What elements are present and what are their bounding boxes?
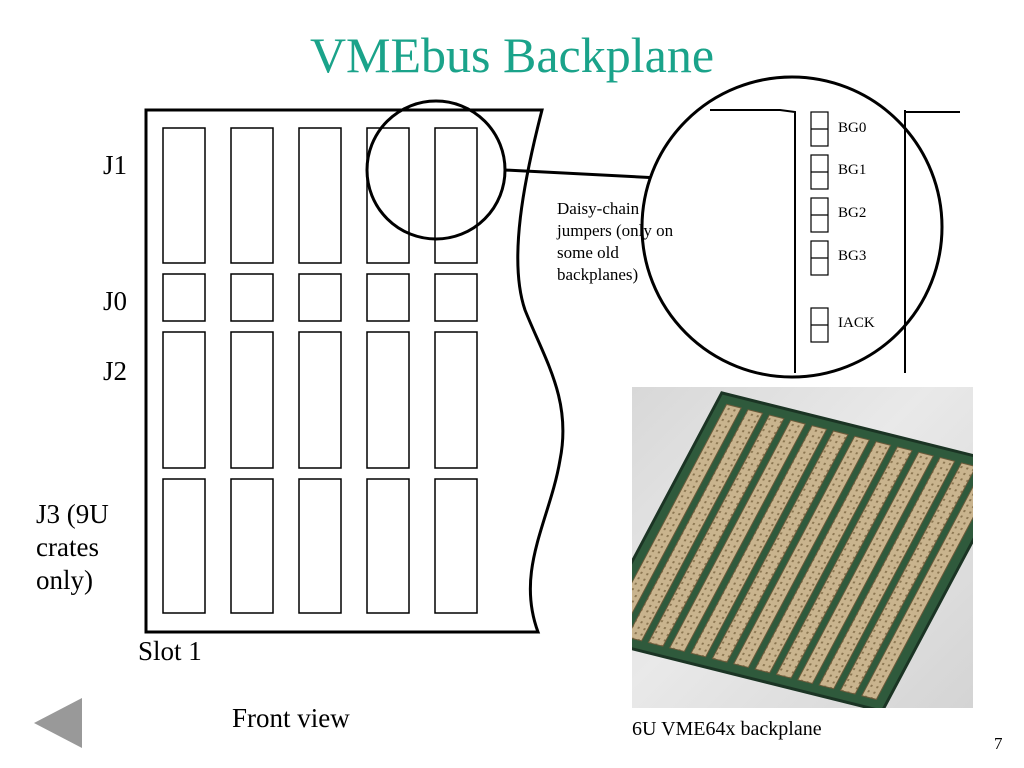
photo-connector-strip [839, 462, 973, 695]
jumper-label-bg2: BG2 [838, 205, 867, 221]
slot-3-connector-j2 [298, 331, 342, 469]
photo-connector-strip [754, 441, 892, 674]
jumper-note: Daisy-chain jumpers (only on some old ba… [557, 199, 674, 285]
photo-connector-strip [711, 430, 849, 663]
slot-4-connector-j1 [366, 127, 410, 264]
slot-2-connector-j1 [230, 127, 274, 264]
photo-connector-strip [775, 446, 913, 679]
slot-4-connector-j2 [366, 331, 410, 469]
slot-5-connector-j0 [434, 273, 478, 322]
photo-connector-strip [797, 451, 935, 684]
connector-label-j3: J3 (9U crates only) [36, 499, 109, 595]
photo-connector-strip [668, 419, 806, 653]
zoom-slot-edge [710, 109, 796, 373]
backplane-photo [632, 387, 973, 708]
photo-connector-strip [690, 425, 828, 658]
slot-5-connector-j2 [434, 331, 478, 469]
slide-title: VMEbus Backplane [309, 27, 715, 83]
slot-4-connector-j3 [366, 478, 410, 614]
previous-slide-arrow-icon[interactable] [34, 698, 84, 748]
slot-3-connector-j0 [298, 273, 342, 322]
connector-label-j1: J1 [103, 150, 128, 180]
slot-1-connector-j2 [162, 331, 206, 469]
photo-connector-strip [632, 403, 742, 637]
slot-3-connector-j1 [298, 127, 342, 264]
backplane-outline [144, 108, 565, 634]
slot-5-connector-j3 [434, 478, 478, 614]
jumper-label-iack: IACK [838, 315, 875, 331]
slot-columns [162, 127, 478, 614]
slot-2-connector-j2 [230, 331, 274, 469]
jumper-label-bg0: BG0 [838, 120, 867, 136]
slot-1-connector-j0 [162, 273, 206, 322]
slot-4-connector-j0 [366, 273, 410, 322]
zoom-circle [640, 75, 944, 379]
slot-1-connector-j3 [162, 478, 206, 614]
slot-label: Slot 1 [138, 636, 202, 666]
view-caption: Front view [232, 703, 350, 733]
photo-caption: 6U VME64x backplane [632, 718, 822, 740]
connector-label-j2: J2 [103, 356, 128, 386]
photo-connector-strip [647, 414, 785, 647]
slot-2-connector-j3 [230, 478, 274, 614]
jumper-label-bg1: BG1 [838, 162, 867, 178]
slot-5-connector-j1 [434, 127, 478, 264]
jumper-blocks [810, 111, 829, 343]
photo-connector-strip [861, 467, 973, 700]
photo-connector-strip [818, 457, 956, 690]
slot-2-connector-j0 [230, 273, 274, 322]
photo-connector-strip [632, 409, 764, 642]
slot-3-connector-j3 [298, 478, 342, 614]
connector-label-j0: J0 [103, 286, 128, 316]
photo-connector-strip [733, 435, 870, 669]
jumper-label-bg3: BG3 [838, 248, 867, 264]
page-number: 7 [994, 734, 1003, 753]
slot-1-connector-j1 [162, 127, 206, 264]
